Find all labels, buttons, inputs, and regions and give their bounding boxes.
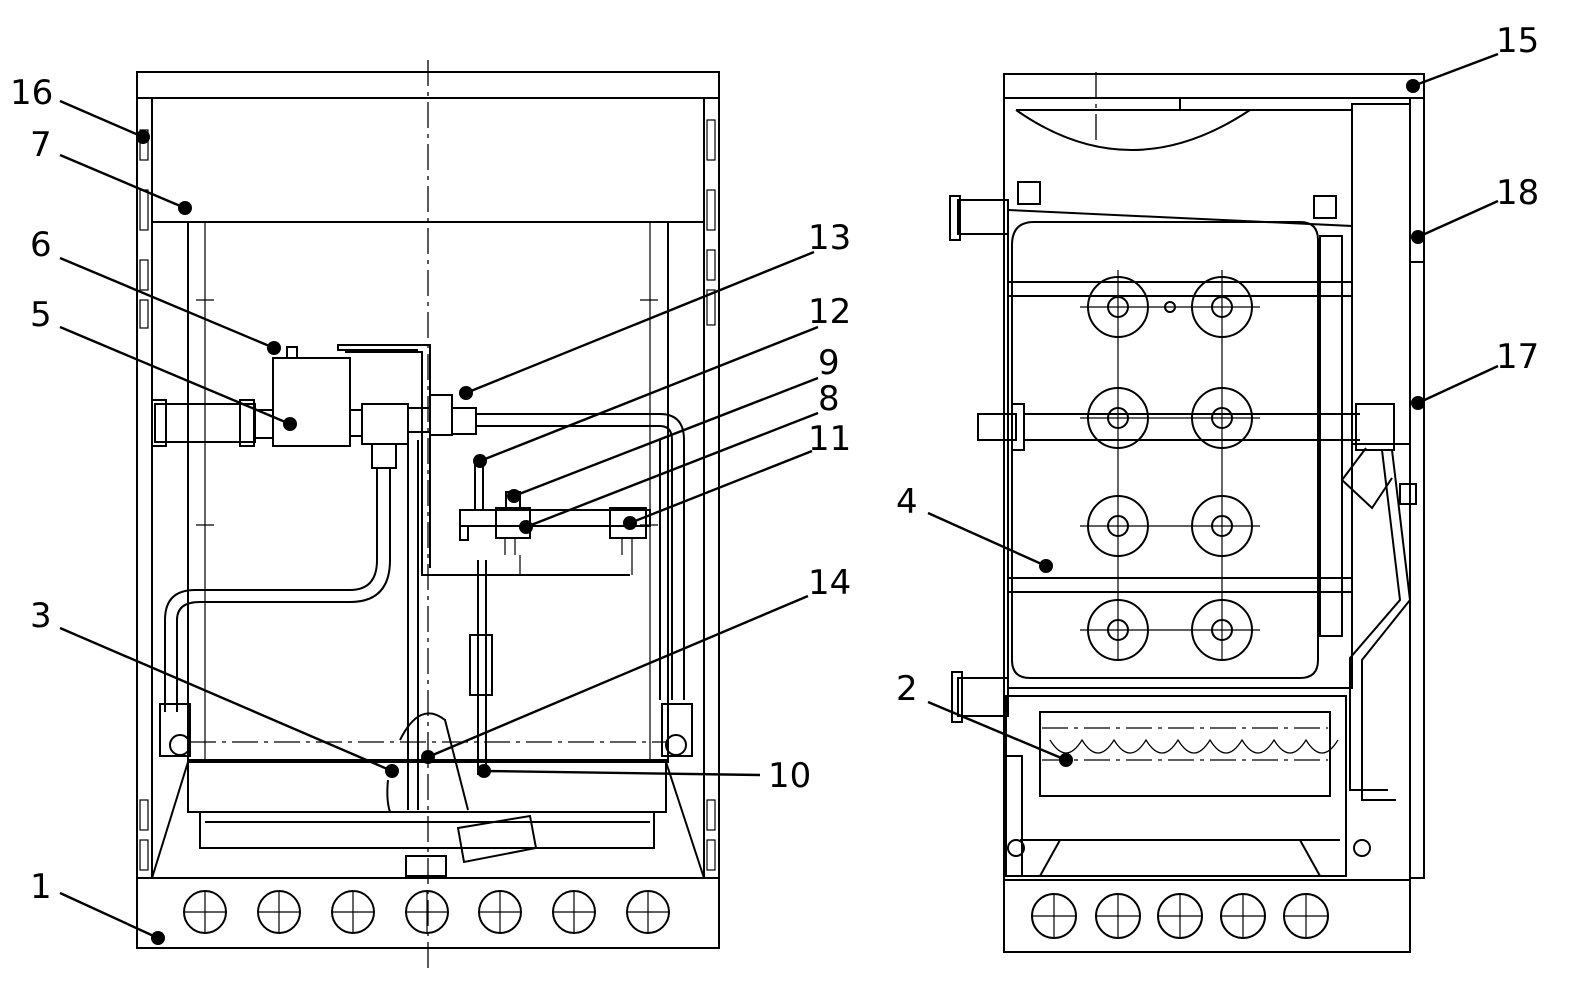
- callout-1: 1: [30, 867, 52, 907]
- callout-16: 16: [10, 73, 53, 113]
- callout-8: 8: [818, 379, 840, 419]
- side-view: [949, 72, 1425, 953]
- callout-2: 2: [896, 669, 918, 709]
- callout-10: 10: [768, 756, 811, 796]
- callout-15: 15: [1496, 21, 1539, 61]
- callout-4: 4: [896, 482, 918, 522]
- callout-5: 5: [30, 295, 52, 335]
- callout-9: 9: [818, 343, 840, 383]
- callout-12: 12: [808, 292, 851, 332]
- callout-18: 18: [1496, 173, 1539, 213]
- callout-6: 6: [30, 225, 52, 265]
- callout-dots: [136, 79, 1425, 945]
- callout-14: 14: [808, 563, 851, 603]
- callout-labels: 16 7 6 5 3 1 13 12 9 8 11 14 10 15 18 17…: [10, 21, 1539, 907]
- leader-lines: [59, 52, 1499, 940]
- callout-17: 17: [1496, 337, 1539, 377]
- callout-3: 3: [30, 596, 52, 636]
- callout-11: 11: [808, 419, 851, 459]
- callout-13: 13: [808, 218, 851, 258]
- front-view: [136, 60, 720, 970]
- callout-7: 7: [30, 125, 52, 165]
